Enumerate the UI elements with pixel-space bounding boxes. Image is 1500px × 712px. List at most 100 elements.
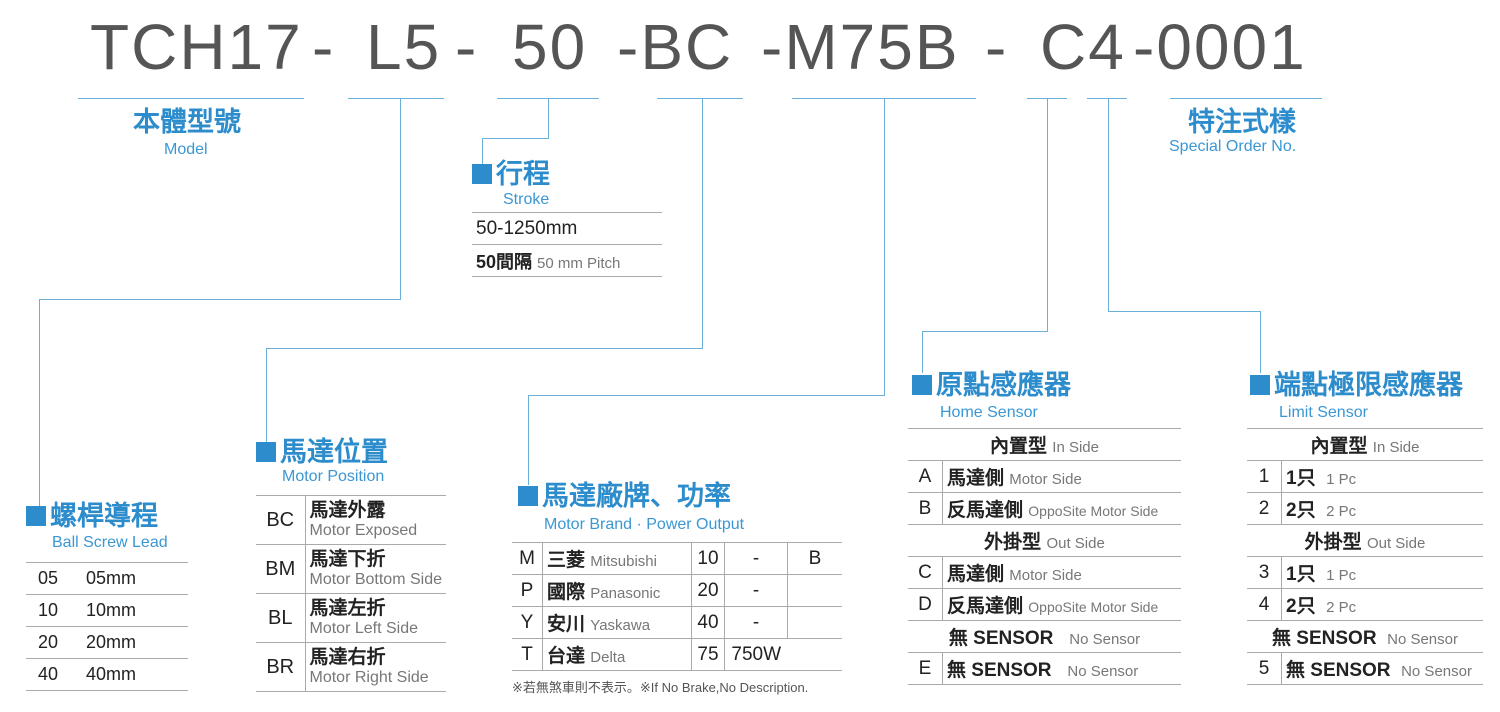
bullet-square — [912, 375, 932, 395]
power-value: - — [724, 606, 788, 639]
bullet-square — [26, 506, 46, 526]
brand-code: M — [512, 542, 543, 575]
limit-none-zh: 無 SENSOR — [1272, 628, 1377, 649]
connector-lead — [400, 98, 401, 299]
position-title: 馬達位置 — [256, 436, 388, 468]
table-row: 無 SENSOR No Sensor — [1247, 620, 1483, 653]
table-row: 內置型 In Side — [1247, 428, 1483, 461]
limit-code: 5 — [1247, 652, 1282, 685]
code-special: -0001 — [1133, 11, 1307, 83]
limit-subtitle: Limit Sensor — [1279, 404, 1368, 421]
code-stroke: 50 — [512, 11, 588, 83]
bullet-square — [1250, 375, 1270, 395]
position-code: BR — [256, 642, 306, 692]
home-in-hdr-zh: 內置型 — [990, 436, 1048, 457]
position-code: BL — [256, 593, 306, 643]
bullet-square — [518, 486, 538, 506]
lead-code: 05 — [26, 562, 82, 595]
limit-zh: 2只 — [1286, 500, 1316, 521]
connector-position — [266, 348, 267, 444]
connector-motor — [528, 395, 529, 485]
home-en: Motor Side — [1009, 567, 1082, 584]
brake-code: B — [787, 542, 842, 575]
connector-position — [702, 98, 703, 348]
lead-title-text: 螺桿導程 — [50, 501, 158, 531]
stroke-subtitle: Stroke — [503, 191, 550, 208]
home-out-hdr-zh: 外掛型 — [984, 532, 1042, 553]
home-in-hdr-en: In Side — [1052, 439, 1099, 456]
brand-en: Mitsubishi — [590, 553, 657, 570]
brake-cell — [787, 574, 842, 607]
position-zh: 馬達左折 — [309, 598, 386, 619]
table-row: M 三菱 Mitsubishi 10 - B — [512, 542, 842, 575]
home-code: E — [908, 652, 943, 685]
code-series: TCH17 — [90, 11, 303, 83]
limit-out-hdr-zh: 外掛型 — [1304, 532, 1362, 553]
lead-code: 10 — [26, 594, 82, 627]
power-code: 40 — [691, 606, 725, 639]
limit-en: 2 Pc — [1326, 503, 1357, 520]
table-row: 內置型 In Side — [908, 428, 1181, 461]
limit-code: 4 — [1247, 588, 1282, 621]
table-row: 外掛型 Out Side — [908, 524, 1181, 557]
limit-in-hdr-zh: 內置型 — [1310, 436, 1368, 457]
power-value: 750W — [724, 638, 788, 671]
table-row: T 台達 Delta 75 750W — [512, 638, 842, 671]
connector-stroke — [482, 138, 483, 170]
position-subtitle: Motor Position — [282, 468, 385, 485]
code-dash: - — [312, 11, 336, 83]
underline-model — [78, 98, 304, 99]
limit-en: No Sensor — [1401, 663, 1472, 680]
brand-code: P — [512, 574, 543, 607]
limit-title: 端點極限感應器 — [1250, 369, 1463, 401]
limit-code: 2 — [1247, 492, 1282, 525]
position-en: Motor Bottom Side — [309, 571, 443, 588]
lead-value: 10mm — [82, 594, 188, 627]
limit-in-hdr-en: In Side — [1372, 439, 1420, 456]
limit-zh: 1只 — [1286, 564, 1316, 585]
position-en: Motor Right Side — [309, 669, 429, 686]
home-none-en: No Sensor — [1069, 631, 1141, 648]
position-code: BC — [256, 495, 306, 545]
limit-en: 1 Pc — [1326, 471, 1357, 488]
home-none-zh: 無 SENSOR — [948, 628, 1054, 649]
code-dash: - — [985, 11, 1009, 83]
stroke-pitch-en: 50 mm Pitch — [537, 254, 621, 272]
limit-code: 3 — [1247, 556, 1282, 589]
stroke-title: 行程 — [472, 158, 550, 190]
table-row: 50-1250mm — [472, 212, 662, 245]
brand-zh: 三菱 — [547, 550, 586, 571]
brake-cell — [787, 638, 842, 671]
table-row: P 國際 Panasonic 20 - — [512, 574, 842, 607]
brand-code: Y — [512, 606, 543, 639]
home-zh: 反馬達側 — [947, 596, 1024, 617]
lead-code: 20 — [26, 626, 82, 659]
home-code: A — [908, 460, 943, 493]
position-code: BM — [256, 544, 306, 594]
lead-subtitle: Ball Screw Lead — [52, 534, 168, 551]
home-out-hdr-en: Out Side — [1046, 535, 1105, 552]
brand-subtitle: Motor Brand · Power Output — [544, 516, 745, 533]
brand-title-text: 馬達廠牌、功率 — [542, 481, 731, 511]
table-row: 外掛型 Out Side — [1247, 524, 1483, 557]
limit-zh: 1只 — [1286, 468, 1316, 489]
home-code: B — [908, 492, 943, 525]
brand-zh: 台達 — [547, 646, 586, 667]
special-title: 特注式樣 — [1188, 107, 1296, 137]
stroke-table: 50-1250mm 50間隔 50 mm Pitch — [472, 212, 662, 277]
home-title-text: 原點感應器 — [936, 370, 1071, 400]
brand-code: T — [512, 638, 543, 671]
lead-value: 20mm — [82, 626, 188, 659]
bullet-square — [256, 442, 276, 462]
brake-note: ※若無煞車則不表示。※If No Brake,No Description. — [512, 680, 809, 695]
underline-lead — [348, 98, 444, 99]
